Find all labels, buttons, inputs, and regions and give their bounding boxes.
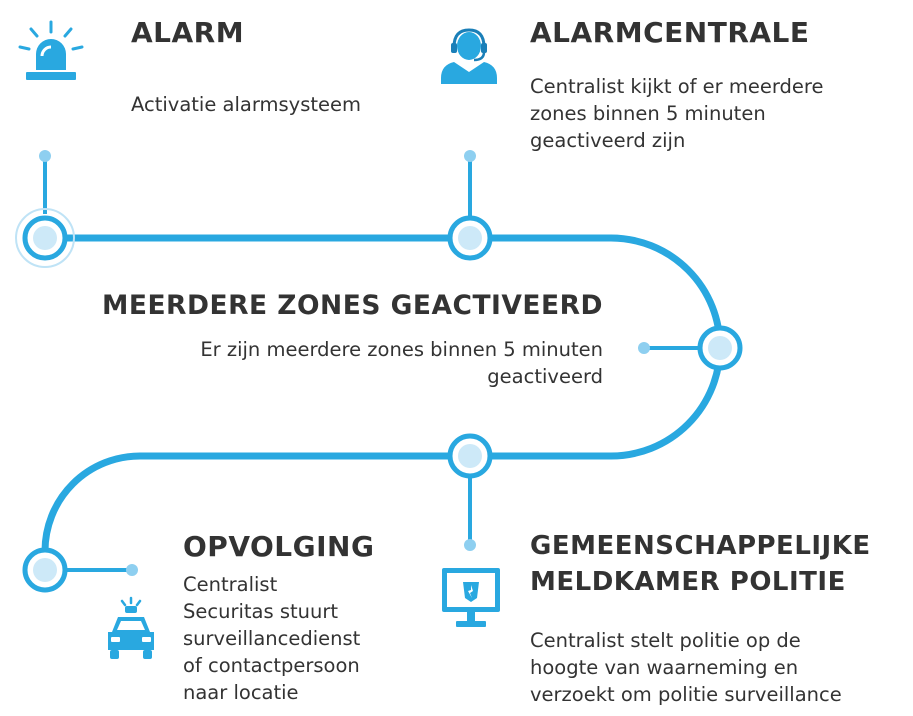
patrol-car-icon: [108, 596, 154, 659]
stem-meerdere-zones: [638, 342, 700, 354]
title-meldkamer: GEMEENSCHAPPELIJKE MELDKAMER POLITIE: [530, 528, 871, 600]
desc-opvolging-line: of contactpersoon: [183, 654, 360, 677]
stem-alarmcentrale: [464, 150, 476, 218]
title-opvolging: OPVOLGING: [183, 530, 375, 563]
desc-meerdere-zones-line: Er zijn meerdere zones binnen 5 minuten: [200, 338, 603, 361]
node-meldkamer: [447, 433, 493, 479]
desc-meerdere-zones-line: geactiveerd: [487, 365, 603, 388]
desc-alarm: Activatie alarmsysteem: [131, 91, 361, 118]
title-alarm: ALARM: [131, 16, 245, 49]
stem-meldkamer: [464, 476, 476, 551]
desc-meldkamer-line: verzoekt om politie surveillance: [530, 683, 842, 706]
node-meerdere-zones: [697, 325, 743, 371]
desc-meerdere-zones: Er zijn meerdere zones binnen 5 minuten …: [200, 336, 603, 390]
monitor-police-icon: [442, 568, 500, 627]
desc-opvolging: Centralist Securitas stuurt surveillance…: [183, 571, 360, 706]
node-opvolging: [22, 547, 68, 593]
title-meldkamer-line: GEMEENSCHAPPELIJKE: [530, 531, 871, 561]
stem-opvolging: [66, 564, 138, 576]
operator-headset-icon: [441, 28, 497, 84]
desc-alarmcentrale-line: geactiveerd zijn: [530, 129, 686, 152]
desc-alarmcentrale-line: Centralist kijkt of er meerdere: [530, 75, 824, 98]
title-alarmcentrale: ALARMCENTRALE: [530, 16, 810, 49]
alarm-siren-icon: [18, 20, 84, 80]
desc-alarmcentrale-line: zones binnen 5 minuten: [530, 102, 766, 125]
desc-opvolging-line: Securitas stuurt: [183, 600, 339, 623]
desc-meldkamer-line: hoogte van waarneming en: [530, 656, 799, 679]
desc-alarm-line: Activatie alarmsysteem: [131, 93, 362, 116]
title-meldkamer-line: MELDKAMER POLITIE: [530, 567, 846, 597]
desc-opvolging-line: surveillancedienst: [183, 627, 361, 650]
flow-path: [41, 234, 724, 572]
desc-opvolging-line: naar locatie: [183, 681, 299, 704]
node-alarm: [15, 208, 75, 268]
desc-meldkamer-line: Centralist stelt politie op de: [530, 629, 801, 652]
desc-opvolging-line: Centralist: [183, 573, 278, 596]
title-meerdere-zones: MEERDERE ZONES GEACTIVEERD: [101, 290, 603, 321]
stem-alarm: [39, 150, 51, 214]
desc-meldkamer: Centralist stelt politie op de hoogte va…: [530, 627, 842, 708]
desc-alarmcentrale: Centralist kijkt of er meerdere zones bi…: [530, 73, 824, 154]
node-alarmcentrale: [447, 215, 493, 261]
